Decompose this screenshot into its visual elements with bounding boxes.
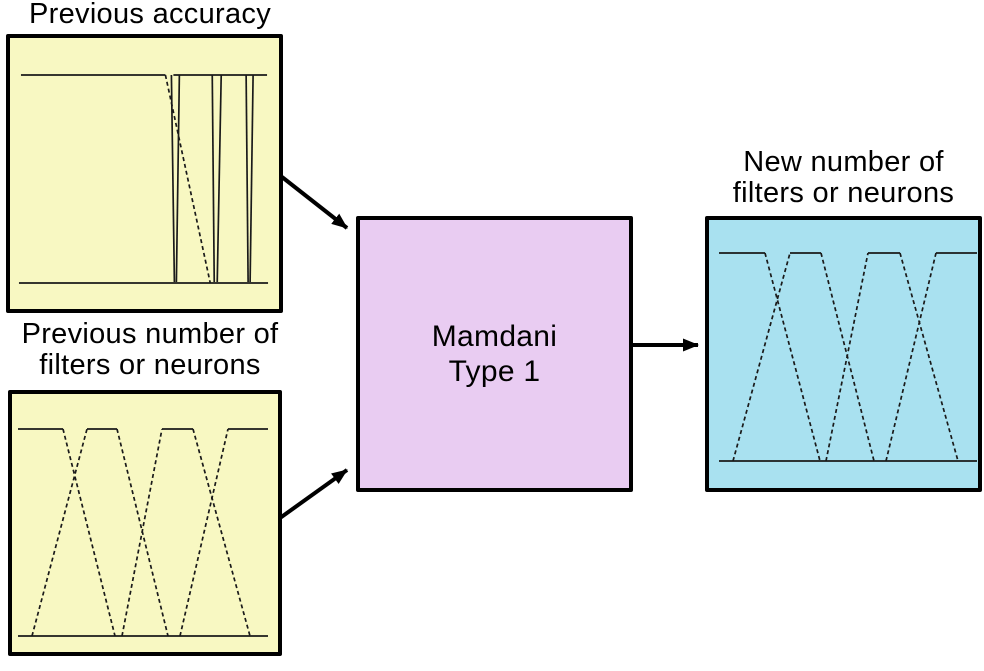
- arrow-input1-to-process: [280, 175, 349, 230]
- input2-node-previous-filters: [8, 390, 282, 656]
- arrow-input2-to-process: [278, 468, 349, 520]
- output-node-new-filters: [705, 216, 982, 492]
- input1-label: Previous accuracy: [28, 0, 272, 30]
- process-label: Mamdani Type 1: [432, 319, 557, 389]
- input2-label: Previous number of filters or neurons: [0, 319, 300, 381]
- input2-label-line1: Previous number of: [21, 318, 279, 350]
- output-label-line1: New number of: [743, 146, 944, 178]
- previous-filters-membership-plot: [18, 428, 268, 637]
- previous-accuracy-membership-plot: [18, 74, 269, 284]
- process-label-line1: Mamdani: [431, 320, 558, 353]
- input1-node-previous-accuracy: [6, 34, 283, 313]
- output-label: New number of filters or neurons: [705, 147, 982, 209]
- process-label-line2: Type 1: [448, 355, 541, 388]
- input2-label-line2: filters or neurons: [39, 349, 261, 381]
- new-filters-membership-plot: [719, 252, 977, 462]
- process-node-mamdani: Mamdani Type 1: [356, 216, 633, 492]
- output-label-line2: filters or neurons: [732, 177, 955, 209]
